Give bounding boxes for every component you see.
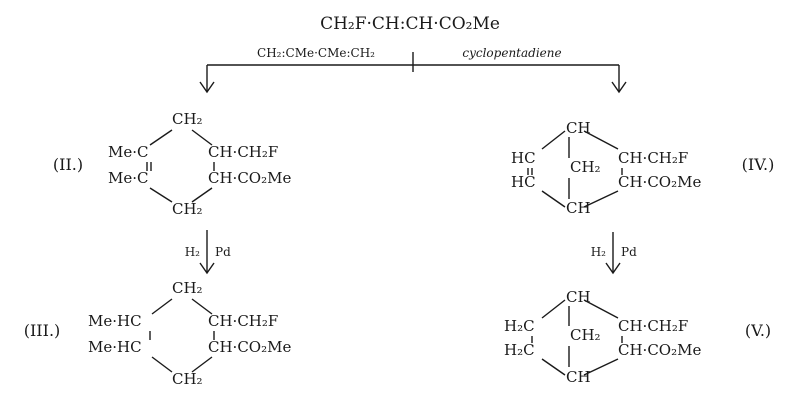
atom-upper-left: HC — [511, 149, 536, 167]
compound-IV: (IV.) CH HC HC CH₂ CH·CH₂F CH·CO₂Me CH — [511, 119, 774, 217]
bond — [541, 130, 566, 150]
bond — [583, 299, 619, 319]
compound-label: (III.) — [24, 321, 61, 340]
bond — [191, 129, 213, 146]
compound-III: (III.) CH₂ Me·HC Me·HC CH·CH₂F CH·CO₂Me … — [24, 279, 292, 388]
bond — [541, 299, 566, 319]
atom-upper-right: CH·CH₂F — [618, 317, 688, 335]
atom-upper-left: Me·C — [108, 143, 148, 161]
branch-left-arrowhead — [199, 81, 215, 94]
atom-bottom: CH₂ — [172, 200, 203, 218]
bond — [191, 187, 213, 203]
reagent-catalyst-left: Pd — [215, 245, 231, 259]
bond — [541, 358, 566, 376]
bond — [583, 130, 619, 150]
atom-upper-right: CH·CH₂F — [618, 149, 688, 167]
reagent-cyclopentadiene: cyclopentadiene — [462, 46, 561, 60]
atom-lower-right: CH·CO₂Me — [618, 173, 701, 191]
atom-top: CH₂ — [172, 279, 203, 297]
bond — [151, 356, 173, 373]
atom-top: CH — [566, 288, 591, 306]
bond — [541, 190, 566, 208]
atom-upper-left: Me·HC — [88, 312, 142, 330]
compound-label: (IV.) — [742, 155, 775, 174]
atom-upper-left: H₂C — [504, 317, 535, 335]
atom-bridge: CH₂ — [570, 158, 601, 176]
atom-upper-right: CH·CH₂F — [208, 312, 278, 330]
atom-lower-right: CH·CO₂Me — [208, 338, 291, 356]
bond — [191, 298, 213, 315]
arrow-head — [605, 262, 621, 275]
reagent-dimethylbutadiene: CH₂:CMe·CMe:CH₂ — [257, 46, 375, 60]
atom-lower-right: CH·CO₂Me — [208, 169, 291, 187]
bond — [583, 358, 619, 376]
bond — [583, 190, 619, 208]
bond — [149, 187, 173, 203]
atom-lower-left: HC — [511, 173, 536, 191]
compound-label: (V.) — [745, 321, 771, 340]
branch-arrows — [199, 52, 627, 94]
hydrogenation-arrow-right — [605, 232, 621, 275]
atom-upper-right: CH·CH₂F — [208, 143, 278, 161]
atom-lower-left: Me·C — [108, 169, 148, 187]
atom-bridge: CH₂ — [570, 326, 601, 344]
compound-II: (II.) CH₂ Me·C Me·C CH·CH₂F CH·CO₂Me CH₂ — [53, 110, 292, 218]
bond — [151, 298, 173, 315]
atom-lower-left: Me·HC — [88, 338, 142, 356]
bond — [149, 129, 173, 146]
atom-bottom: CH — [566, 199, 591, 217]
atom-top: CH — [566, 119, 591, 137]
compound-V: (V.) CH H₂C H₂C CH₂ CH·CH₂F CH·CO₂Me CH — [504, 288, 771, 386]
starting-material: CH₂F·CH:CH·CO₂Me — [320, 14, 500, 34]
reagent-hydrogen-left: H₂ — [185, 245, 200, 259]
reagent-hydrogen-right: H₂ — [591, 245, 606, 259]
atom-lower-left: H₂C — [504, 341, 535, 359]
atom-lower-right: CH·CO₂Me — [618, 341, 701, 359]
compound-label: (II.) — [53, 155, 83, 174]
atom-bottom: CH₂ — [172, 370, 203, 388]
arrow-head — [199, 262, 215, 275]
bond — [191, 356, 213, 373]
atom-top: CH₂ — [172, 110, 203, 128]
atom-bottom: CH — [566, 368, 591, 386]
reagent-catalyst-right: Pd — [621, 245, 637, 259]
branch-right-arrowhead — [611, 81, 627, 94]
hydrogenation-arrow-left — [199, 230, 215, 275]
